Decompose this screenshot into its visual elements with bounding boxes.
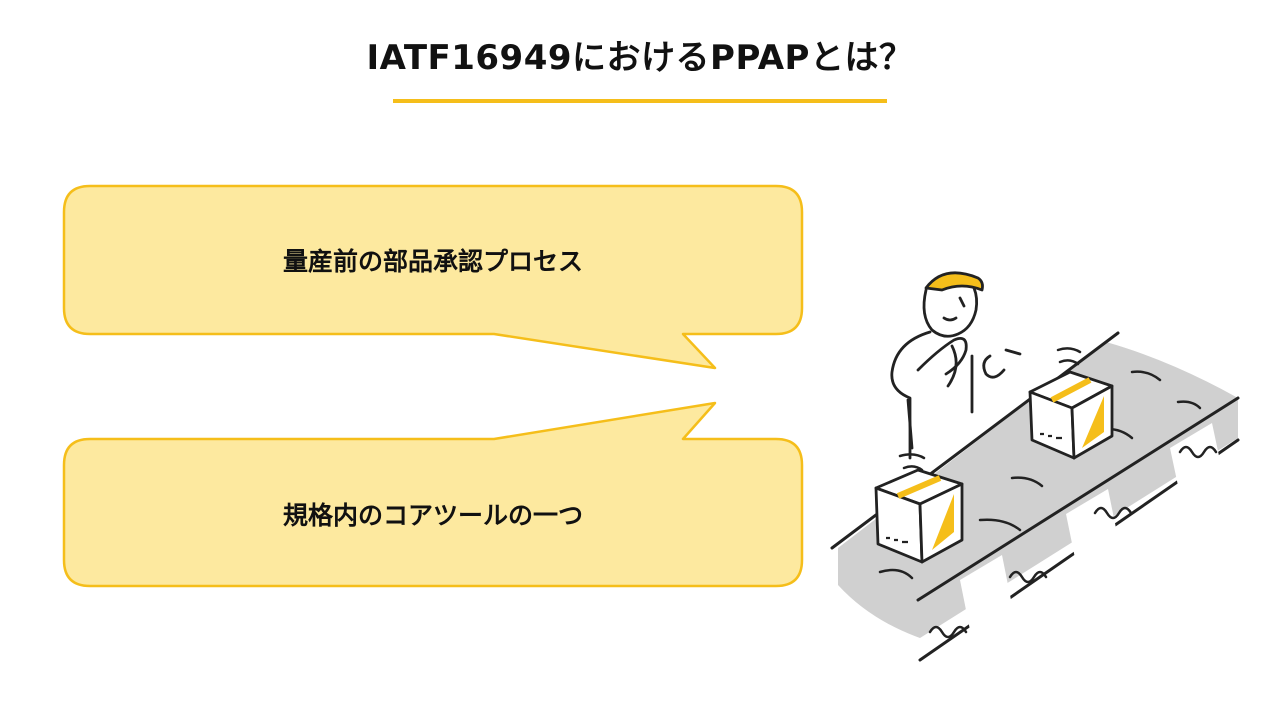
conveyor-rollers (960, 423, 1222, 630)
conveyor-mid-rail (916, 396, 1240, 602)
bubble-top-text: 量産前の部品承認プロセス (282, 247, 583, 276)
conveyor-belt-surface (838, 342, 1238, 638)
worker-hair (924, 271, 984, 292)
bubble-bottom-shape (62, 401, 804, 588)
page-title: IATF16949におけるPPAPとは？ (366, 38, 914, 78)
box-upper-bounce-lines (1056, 347, 1082, 366)
worker-figure (890, 271, 1022, 460)
roller-marks (928, 445, 1218, 639)
box-lower-bounce-lines (898, 453, 926, 472)
worker-face (922, 286, 979, 338)
bubble-bottom-text: 規格内のコアツールの一つ (282, 501, 583, 530)
worker-arm (916, 336, 968, 376)
title-underline (393, 99, 887, 103)
cardboard-box-lower (874, 468, 964, 564)
cardboard-box-upper (1028, 370, 1114, 460)
bubble-top-shape (62, 184, 804, 370)
conveyor-illustration (830, 271, 1240, 662)
worker-body (890, 330, 932, 460)
